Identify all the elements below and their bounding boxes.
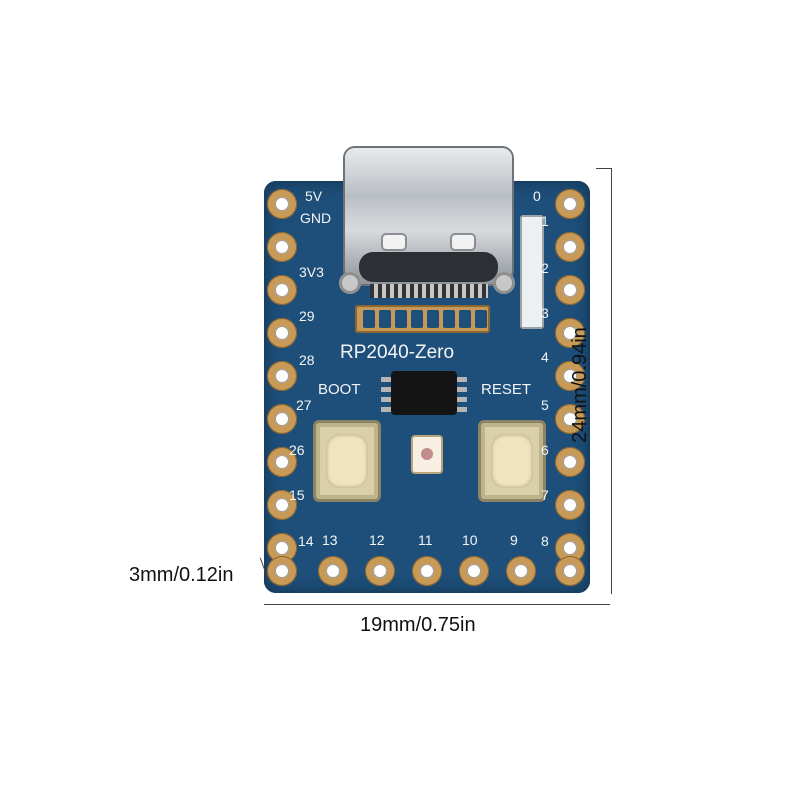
width-dimension-line [264, 604, 610, 605]
pin-pad-26 [267, 447, 297, 477]
pin-label-12: 12 [369, 532, 385, 548]
pin-pad-gnd [267, 232, 297, 262]
pin-pad-10 [459, 556, 489, 586]
rgb-led [411, 435, 443, 474]
board-name-label: RP2040-Zero [340, 342, 455, 363]
smd-pad-row [355, 305, 490, 333]
pin-pad-15 [267, 490, 297, 520]
pin-label-2: 2 [541, 260, 549, 276]
pin-label-28: 28 [299, 352, 315, 368]
pin-label-26: 26 [289, 442, 305, 458]
boot-label: BOOT [318, 381, 361, 398]
reset-button [478, 420, 546, 502]
pin-pad-6 [555, 447, 585, 477]
pin-label-0: 0 [533, 188, 541, 204]
pin-pad-11 [412, 556, 442, 586]
pin-pad-7 [555, 490, 585, 520]
usb-c-mount-left [339, 272, 361, 294]
height-dimension-label: 24mm/0.94in [568, 327, 591, 443]
pin-pad-1 [555, 232, 585, 262]
pin-pad-29 [267, 318, 297, 348]
pin-pad-9 [506, 556, 536, 586]
pin-label-13: 13 [322, 532, 338, 548]
pin-pad-13 [318, 556, 348, 586]
pin-pad-5v [267, 189, 297, 219]
pin-pad-0 [555, 189, 585, 219]
boot-button-cap [326, 434, 368, 488]
pin-label-4: 4 [541, 349, 549, 365]
pin-pad-12 [365, 556, 395, 586]
pin-pad-5 [555, 404, 585, 434]
height-dimension-line [611, 168, 612, 594]
pin-label-8: 8 [541, 533, 549, 549]
usb-c-tab-left [381, 233, 407, 251]
pin-label-15: 15 [289, 487, 305, 503]
pin-label-6: 6 [541, 442, 549, 458]
onboard-component-strip [520, 215, 544, 329]
pin-label-14: 14 [298, 533, 314, 549]
pin-label-11: 11 [418, 532, 433, 548]
pin-label-5v: 5V [305, 188, 323, 204]
pin-label-gnd: GND [300, 210, 332, 226]
pin-pad-4 [555, 361, 585, 391]
pin-label-29: 29 [299, 308, 315, 324]
pin-label-3: 3 [541, 305, 549, 321]
rp2040-chip [391, 371, 457, 415]
pin-pad-3 [555, 318, 585, 348]
pin-pad-3v3 [267, 275, 297, 305]
usb-c-pin-strip [370, 284, 488, 298]
pin-pad-27 [267, 404, 297, 434]
pin-label-5: 5 [541, 397, 549, 413]
pin-label-10: 10 [462, 532, 478, 548]
reset-button-cap [491, 434, 533, 488]
usb-c-mount-right [493, 272, 515, 294]
pin-label-3v3: 3V3 [299, 264, 324, 280]
height-dimension-tick-top [596, 168, 612, 169]
pitch-dimension-label: 3mm/0.12in [129, 564, 234, 586]
reset-label: RESET [481, 381, 532, 398]
width-dimension-label: 19mm/0.75in [360, 614, 476, 636]
pin-pad-corner-left [267, 556, 297, 586]
pin-pad-28 [267, 361, 297, 391]
boot-button [313, 420, 381, 502]
usb-c-tab-right [450, 233, 476, 251]
usb-c-port-opening [359, 252, 498, 282]
pin-label-7: 7 [541, 487, 549, 503]
pin-label-27: 27 [296, 397, 312, 413]
pin-pad-corner-right [555, 556, 585, 586]
pin-label-9: 9 [510, 532, 518, 548]
pin-pad-2 [555, 275, 585, 305]
pin-label-1: 1 [541, 213, 549, 229]
